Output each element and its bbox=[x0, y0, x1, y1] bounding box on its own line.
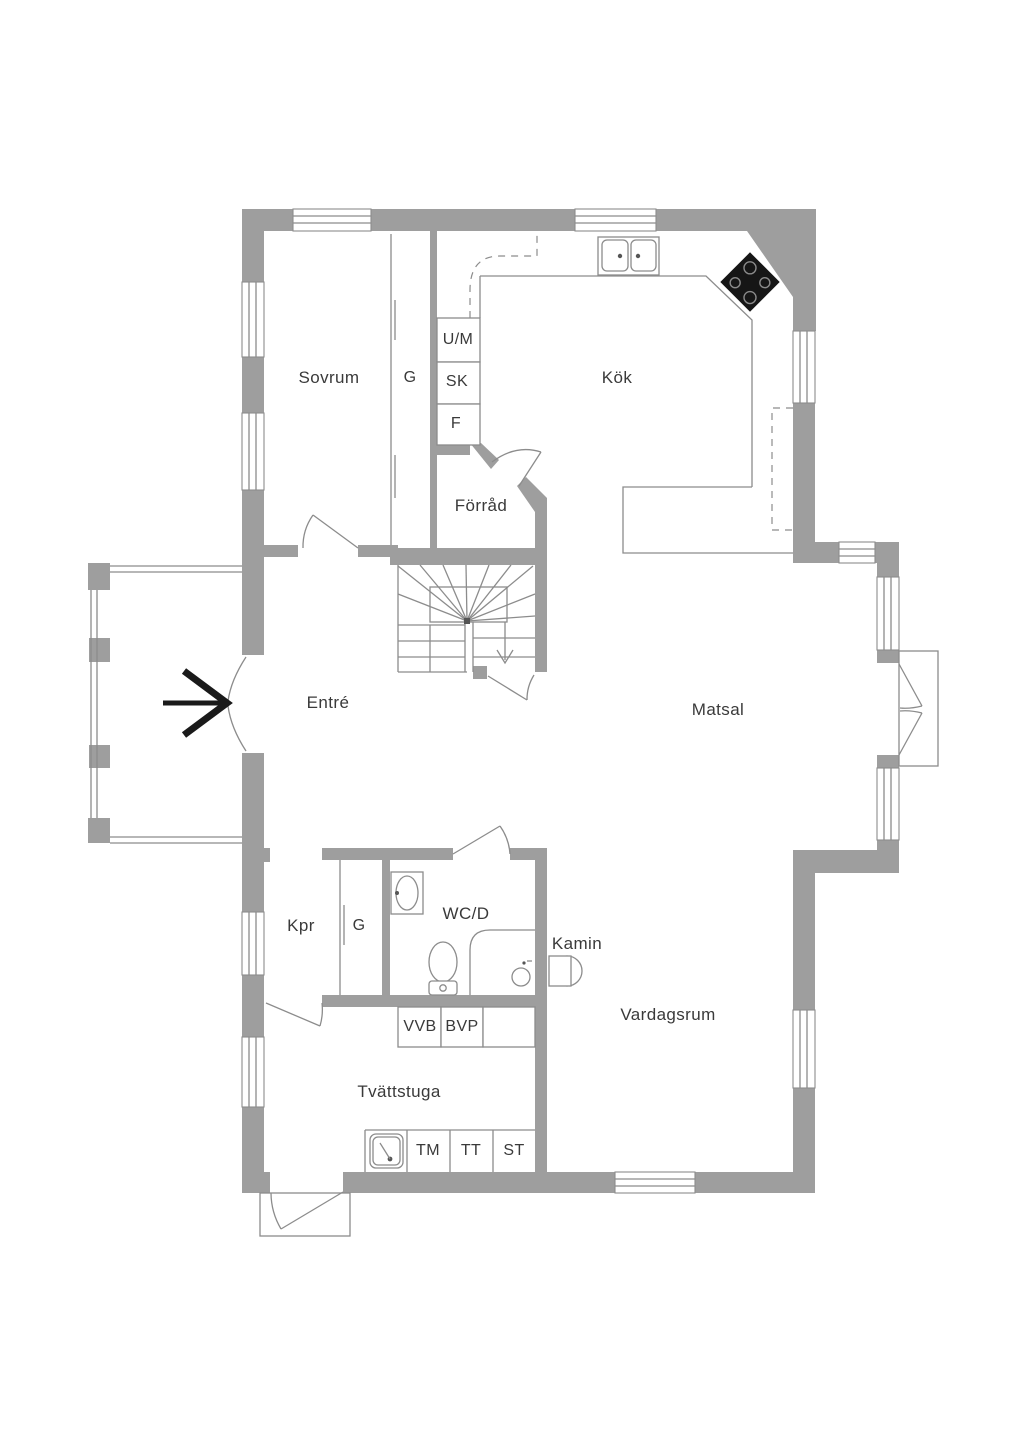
window-icon bbox=[241, 911, 265, 976]
room-label-kpr: Kpr bbox=[287, 916, 315, 935]
bvp-unit bbox=[440, 1006, 484, 1048]
porch-post bbox=[88, 818, 110, 843]
closet-label-g-lower: G bbox=[352, 917, 366, 934]
walls bbox=[242, 209, 899, 1193]
window-icon bbox=[574, 208, 657, 232]
forrad-door bbox=[491, 448, 542, 487]
porch-post bbox=[89, 638, 110, 662]
window-icon bbox=[792, 1009, 816, 1089]
room-label-kok: Kök bbox=[601, 368, 633, 387]
staircase bbox=[397, 564, 536, 701]
entrance-arrow-icon bbox=[163, 668, 233, 738]
um-cabinet bbox=[436, 317, 481, 363]
wcd-door bbox=[452, 825, 511, 855]
french-doors bbox=[898, 650, 939, 767]
window-icon bbox=[792, 330, 816, 404]
room-label-matsal: Matsal bbox=[691, 700, 745, 719]
entrance-door bbox=[227, 656, 247, 752]
window-icon bbox=[876, 576, 900, 651]
window-icon bbox=[241, 412, 265, 491]
wardrobe-partitions bbox=[339, 234, 396, 995]
bathroom-sink-icon bbox=[390, 871, 424, 915]
room-label-entre: Entré bbox=[306, 693, 350, 712]
outdoor-step-outline bbox=[259, 1192, 351, 1237]
porch-post bbox=[88, 563, 110, 590]
porch bbox=[88, 563, 242, 844]
laundry-sink-icon bbox=[369, 1133, 404, 1169]
room-label-sovrum: Sovrum bbox=[298, 368, 360, 387]
windows bbox=[241, 208, 900, 1194]
unit-label-um: U/M bbox=[442, 331, 474, 348]
room-label-tvattstuga: Tvättstuga bbox=[357, 1082, 441, 1101]
unit-label-tt: TT bbox=[460, 1142, 482, 1159]
room-label-forrad: Förråd bbox=[454, 496, 508, 515]
sovrum-door bbox=[302, 514, 359, 549]
stove-icon bbox=[720, 252, 780, 312]
kitchen-counter bbox=[479, 275, 793, 554]
window-icon bbox=[876, 767, 900, 841]
tvattstuga-door bbox=[259, 1191, 351, 1237]
laundry-boxes bbox=[364, 1006, 536, 1172]
sk-cabinet bbox=[436, 361, 481, 405]
kitchen-sink-icon bbox=[597, 236, 660, 276]
vvb-unit bbox=[397, 1006, 442, 1048]
vent-duct-dashed bbox=[469, 231, 538, 318]
stair-winders bbox=[397, 564, 536, 622]
unit-label-st: ST bbox=[503, 1142, 525, 1159]
toilet-icon bbox=[428, 941, 458, 996]
f-cabinet bbox=[436, 403, 481, 446]
window-icon bbox=[292, 208, 372, 232]
unit-label-f: F bbox=[450, 415, 462, 432]
room-label-vardagsrum: Vardagsrum bbox=[620, 1005, 716, 1024]
room-label-wcd: WC/D bbox=[442, 904, 490, 923]
shower-icon bbox=[469, 929, 535, 995]
corner-diagonal-wall bbox=[747, 209, 816, 331]
cabinet-boxes bbox=[436, 317, 481, 446]
deck-outline bbox=[898, 650, 939, 767]
unit-label-sk: SK bbox=[445, 373, 469, 390]
stair-direction-arrow-icon bbox=[496, 622, 514, 665]
unit-label-bvp: BVP bbox=[445, 1018, 479, 1035]
porch-post bbox=[89, 745, 110, 768]
unit-label-tm: TM bbox=[416, 1142, 440, 1159]
window-icon bbox=[614, 1171, 696, 1194]
stair-door bbox=[487, 674, 535, 701]
window-icon bbox=[241, 281, 265, 358]
unit-label-vvb: VVB bbox=[403, 1018, 437, 1035]
label-kamin: Kamin bbox=[551, 934, 603, 953]
fireplace-icon bbox=[548, 955, 583, 987]
window-icon bbox=[838, 541, 876, 564]
kpr-door bbox=[265, 1002, 324, 1027]
fridge-outline-dashed bbox=[771, 407, 793, 531]
closet-label-g-top: G bbox=[403, 369, 417, 386]
window-icon bbox=[241, 1036, 265, 1108]
